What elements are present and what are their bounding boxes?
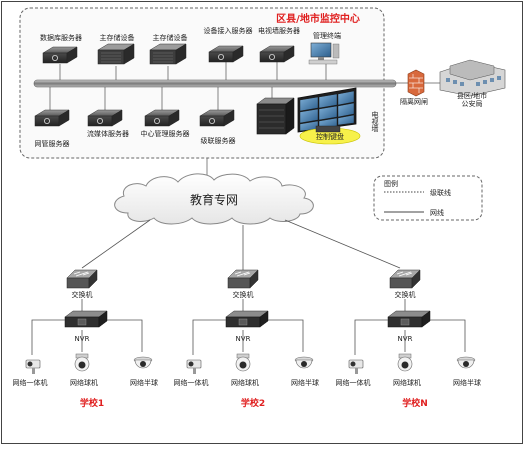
school-name: 学校N xyxy=(402,397,428,409)
label-public-security-2: 公安局 xyxy=(462,99,483,108)
tv-wall-server: 电视墙服务器 xyxy=(258,26,300,63)
label-isolation-gateway: 隔离网闸 xyxy=(400,97,428,106)
device-label-dome: 网络半球 xyxy=(453,378,481,387)
label-public-security-1: 县区/地市 xyxy=(457,91,487,100)
management-terminal: 管理终端 xyxy=(308,31,341,65)
nvr-icon xyxy=(225,310,269,328)
school-name: 学校2 xyxy=(241,397,265,409)
switch-label: 交换机 xyxy=(233,290,254,299)
school-links xyxy=(81,219,401,270)
school-name: 学校1 xyxy=(80,397,104,409)
device-label-ball: 网络球机 xyxy=(70,378,98,387)
legend-network-label: 网线 xyxy=(430,208,444,217)
label-streaming-server: 流媒体服务器 xyxy=(87,129,129,138)
backbone-bus xyxy=(33,79,397,88)
device-label-integrated: 网络一体机 xyxy=(336,378,371,387)
public-security-building: 县区/地市 公安局 xyxy=(439,59,506,108)
school-block-2: 交换机NVR网络一体机网络球机网络半球学校2 xyxy=(174,269,319,409)
network-label: 教育专网 xyxy=(190,192,238,207)
isolation-gateway: 隔离网闸 xyxy=(400,69,428,106)
device-label-ball: 网络球机 xyxy=(393,378,421,387)
label-network-mgmt-server: 网管服务器 xyxy=(35,139,70,148)
education-network-cloud: 教育专网 xyxy=(114,173,314,225)
nvr-icon xyxy=(64,310,108,328)
ball-camera-icon xyxy=(397,353,413,372)
label-control-keyboard: 控制键盘 xyxy=(316,132,344,141)
control-keyboard: 控制键盘 xyxy=(299,125,361,145)
device-label-integrated: 网络一体机 xyxy=(13,378,48,387)
label-tv-wall-server: 电视墙服务器 xyxy=(258,26,300,35)
network-mgmt-server: 网管服务器 xyxy=(35,109,70,148)
nvr-icon xyxy=(387,310,431,328)
ball-camera-icon xyxy=(235,353,251,372)
ball-camera-icon xyxy=(74,353,90,372)
tv-wall: 电视墙 xyxy=(297,87,379,133)
legend-cascade-label: 级联线 xyxy=(430,188,451,197)
database-server: 数据库服务器 xyxy=(40,33,82,64)
label-central-mgmt-server: 中心管理服务器 xyxy=(141,129,190,138)
main-storage-2: 主存储设备 xyxy=(149,33,188,65)
device-label-integrated: 网络一体机 xyxy=(174,378,209,387)
label-device-access-server: 设备接入服务器 xyxy=(204,26,253,35)
school-block-1: 交换机NVR网络一体机网络球机网络半球学校1 xyxy=(13,269,158,409)
decoder-rack xyxy=(256,97,295,135)
device-label-ball: 网络球机 xyxy=(231,378,259,387)
school-block-3: 交换机NVR网络一体机网络球机网络半球学校N xyxy=(336,269,481,409)
switch-label: 交换机 xyxy=(72,290,93,299)
streaming-server: 流媒体服务器 xyxy=(87,109,129,138)
legend-title: 图例 xyxy=(384,179,398,188)
schools: 交换机NVR网络一体机网络球机网络半球学校1交换机NVR网络一体机网络球机网络半… xyxy=(13,269,481,409)
center-title: 区县/地市监控中心 xyxy=(276,12,360,25)
main-storage-1: 主存储设备 xyxy=(97,33,135,65)
switch-label: 交换机 xyxy=(395,290,416,299)
label-main-storage-2: 主存储设备 xyxy=(153,33,188,42)
cascade-server: 级联服务器 xyxy=(199,109,236,145)
device-label-dome: 网络半球 xyxy=(130,378,158,387)
label-database-server: 数据库服务器 xyxy=(40,33,82,42)
label-tv-wall: 电视墙 xyxy=(371,110,379,133)
device-access-server: 设备接入服务器 xyxy=(204,26,253,63)
device-label-dome: 网络半球 xyxy=(291,378,319,387)
label-management-terminal: 管理终端 xyxy=(313,31,341,40)
top-connectors xyxy=(59,62,327,81)
central-mgmt-server: 中心管理服务器 xyxy=(141,109,190,138)
label-cascade-server: 级联服务器 xyxy=(201,136,236,145)
legend: 图例 级联线 网线 xyxy=(373,175,483,221)
label-main-storage-1: 主存储设备 xyxy=(100,33,135,42)
